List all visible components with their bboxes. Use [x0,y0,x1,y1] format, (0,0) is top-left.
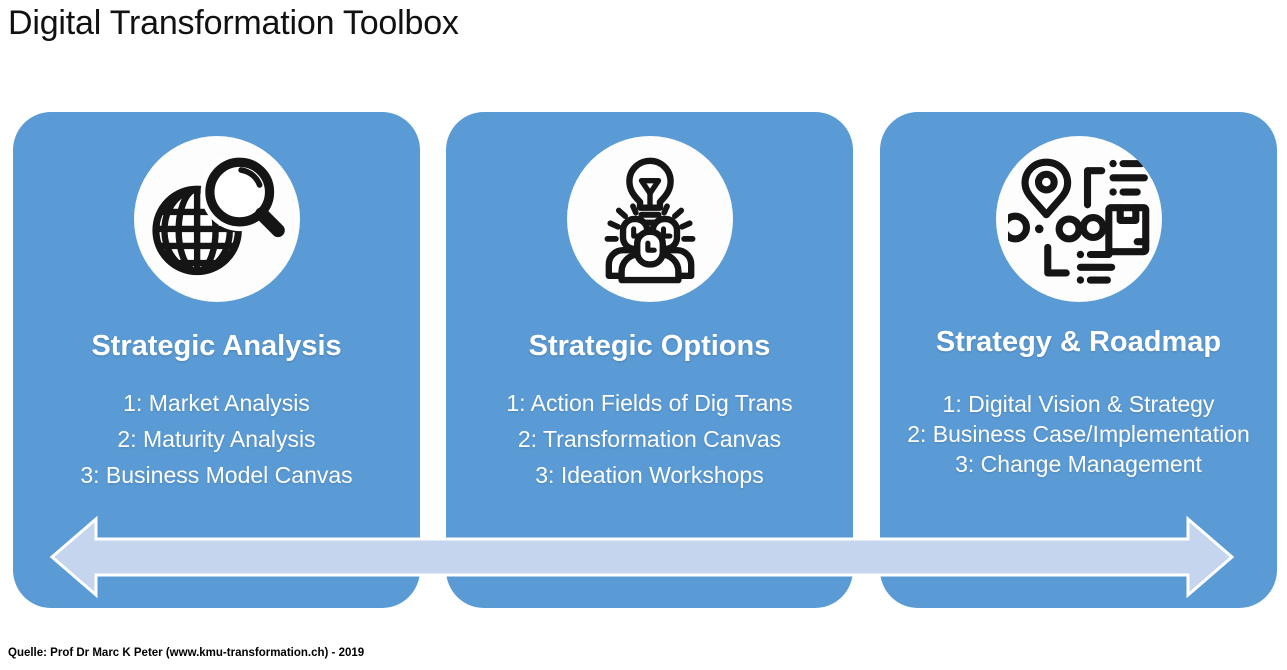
card-strategic-analysis: Strategic Analysis 1: Market Analysis 2:… [13,112,420,608]
list-item: 1: Action Fields of Dig Trans [506,390,793,416]
idea-team-icon [566,136,733,302]
card-title: Strategy & Roadmap [935,326,1222,358]
globe-magnifier-icon [133,136,300,302]
list-item: 3: Business Model Canvas [80,462,353,488]
source-citation: Quelle: Prof Dr Marc K Peter (www.kmu-tr… [8,647,365,659]
card-list: 1: Action Fields of Dig Trans 2: Transfo… [506,385,792,493]
list-item: 3: Ideation Workshops [535,462,764,488]
card-strategic-options: Strategic Options 1: Action Fields of Di… [446,112,853,608]
list-item: 2: Maturity Analysis [117,426,316,452]
card-strategy-roadmap: Strategy & Roadmap 1: Digital Vision & S… [880,112,1277,608]
list-item: 2: Transformation Canvas [517,426,782,452]
list-item: 1: Digital Vision & Strategy [942,391,1215,417]
double-arrow [50,515,1234,599]
card-list: 1: Digital Vision & Strategy 2: Business… [907,389,1250,479]
list-item: 2: Business Case/Implementation [907,421,1250,447]
card-title: Strategic Analysis [91,330,342,362]
card-title: Strategic Options [528,330,771,362]
list-item: 3: Change Management [955,451,1202,477]
roadmap-icon [995,136,1162,302]
list-item: 1: Market Analysis [123,390,310,416]
page-title: Digital Transformation Toolbox [8,4,459,42]
card-list: 1: Market Analysis 2: Maturity Analysis … [80,385,352,493]
